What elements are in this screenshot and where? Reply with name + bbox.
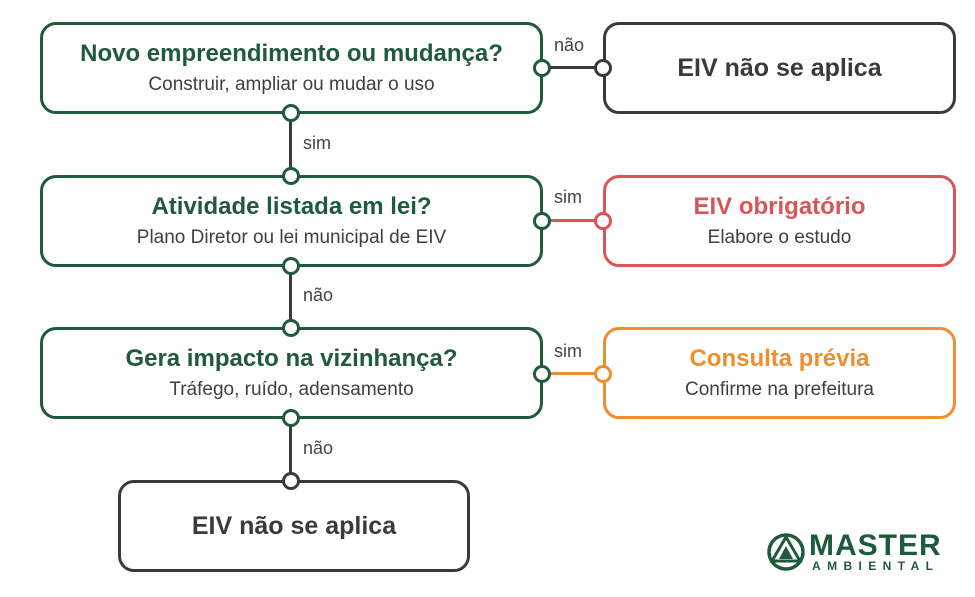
decision-activity-listed-title: Atividade listada em lei? (151, 193, 432, 221)
edge-label-q1-q2: sim (303, 133, 331, 153)
result-prior-consultation-subtitle: Confirme na prefeitura (684, 378, 875, 400)
port-q3-top (281, 319, 300, 337)
master-ambiental-logo: MASTER AMBIENTAL (766, 529, 961, 576)
connector-q1-r1 (542, 66, 603, 69)
connector-q1-q2 (289, 113, 292, 177)
connector-q2-r2 (542, 219, 603, 222)
result-prior-consultation-title: Consulta prévia (689, 345, 870, 373)
decision-new-development-subtitle: Construir, ampliar ou mudar o uso (148, 73, 435, 95)
edge-label-q1-r1: não (554, 35, 585, 55)
port-q2-right (533, 211, 551, 230)
port-q2-top (281, 167, 300, 185)
logo-mark-icon (767, 533, 805, 571)
result-prior-consultation: Consulta prévia Confirme na prefeitura (603, 327, 956, 419)
logo-word-master: MASTER (809, 529, 942, 562)
decision-neighborhood-impact-title: Gera impacto na vizinhança? (125, 345, 458, 373)
decision-activity-listed-subtitle: Plano Diretor ou lei municipal de EIV (136, 226, 447, 248)
edge-label-q3-r3: sim (554, 341, 582, 361)
decision-neighborhood-impact: Gera impacto na vizinhança? Tráfego, ruí… (40, 327, 543, 419)
connector-q3-r4 (289, 418, 292, 481)
port-r3-left (594, 364, 612, 383)
port-q3-right (533, 364, 551, 383)
result-eiv-not-applicable-top-title: EIV não se aplica (677, 53, 882, 82)
edge-label-q3-r4: não (303, 438, 334, 458)
port-q1-bottom (281, 104, 300, 122)
connector-q3-r3 (542, 372, 603, 375)
port-r4-top (281, 472, 300, 490)
port-q1-right (533, 58, 551, 77)
logo-word-ambiental: AMBIENTAL (812, 559, 940, 573)
result-eiv-mandatory-subtitle: Elabore o estudo (707, 226, 852, 248)
port-r2-left (594, 211, 612, 230)
edge-label-q2-q3: não (303, 285, 334, 305)
result-eiv-not-applicable-bottom: EIV não se aplica (118, 480, 470, 572)
result-eiv-not-applicable-top: EIV não se aplica (603, 22, 956, 114)
decision-new-development: Novo empreendimento ou mudança? Construi… (40, 22, 543, 114)
result-eiv-not-applicable-bottom-title: EIV não se aplica (191, 511, 397, 540)
port-q2-bottom (281, 257, 300, 275)
connector-q2-q3 (289, 266, 292, 328)
port-r1-left (594, 58, 612, 77)
decision-activity-listed: Atividade listada em lei? Plano Diretor … (40, 175, 543, 267)
result-eiv-mandatory: EIV obrigatório Elabore o estudo (603, 175, 956, 267)
edge-label-q2-r2: sim (554, 187, 582, 207)
port-q3-bottom (281, 409, 300, 427)
decision-new-development-title: Novo empreendimento ou mudança? (80, 40, 503, 68)
decision-neighborhood-impact-subtitle: Tráfego, ruído, adensamento (169, 378, 414, 400)
result-eiv-mandatory-title: EIV obrigatório (693, 193, 866, 221)
